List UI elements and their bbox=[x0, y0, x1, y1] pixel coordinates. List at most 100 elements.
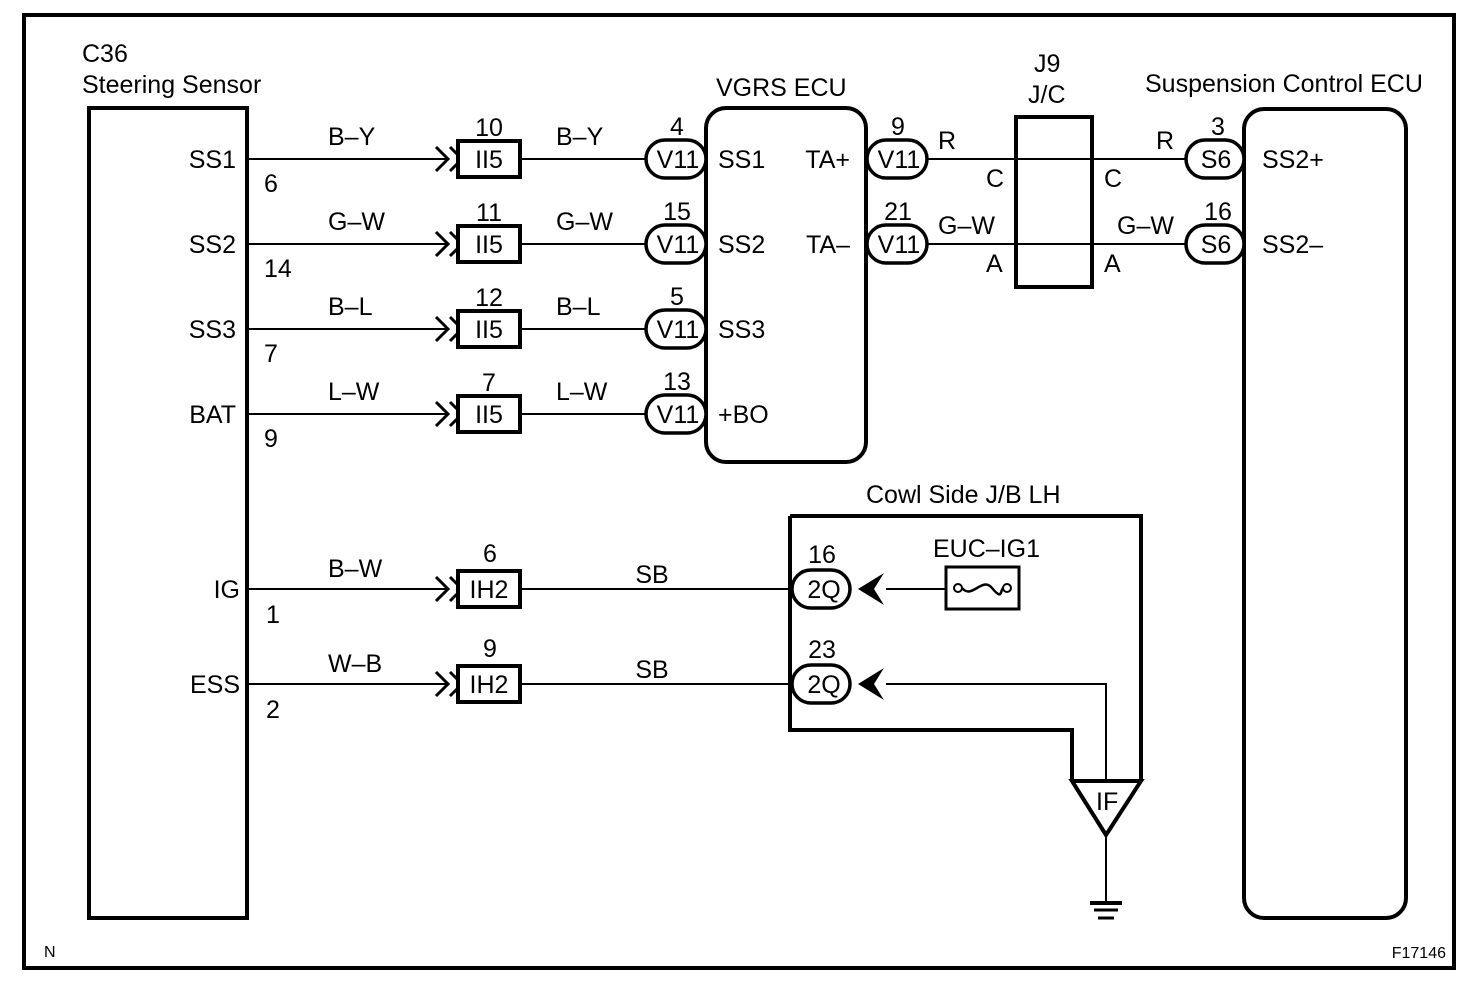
inline-connector bbox=[456, 309, 522, 349]
cowl-jb-title: Cowl Side J/B LH bbox=[866, 481, 1061, 509]
ecu-connector bbox=[644, 138, 708, 180]
suspension-connector-label: S6 bbox=[1201, 231, 1232, 259]
sensor-terminal-label: ESS bbox=[190, 671, 240, 699]
jb-pin-number: 23 bbox=[808, 636, 836, 664]
sensor-pin-number: 9 bbox=[264, 425, 278, 453]
wire-color-label: G–W bbox=[328, 208, 385, 236]
sensor-pin-number: 1 bbox=[266, 601, 280, 629]
sensor-terminal-label: SS1 bbox=[189, 146, 236, 174]
ecu-terminal-label: SS1 bbox=[718, 146, 765, 174]
jc-pin-right: C bbox=[1104, 165, 1122, 193]
suspension-connector bbox=[1184, 138, 1246, 180]
steering-sensor-code: C36 bbox=[82, 40, 128, 68]
ecu-connector-label: V11 bbox=[657, 316, 700, 344]
ecu-connector-label: V11 bbox=[657, 146, 700, 174]
wire-color-label: B–W bbox=[328, 555, 383, 583]
jb-terminal-flag-icon bbox=[858, 668, 884, 700]
inline-connector-label: II5 bbox=[475, 316, 503, 344]
fuse-icon bbox=[944, 565, 1021, 611]
wire-color-label: R bbox=[1156, 127, 1174, 155]
jc-pin-right: A bbox=[1104, 250, 1121, 278]
ecu-terminal-label: SS3 bbox=[718, 316, 765, 344]
steering-sensor-name: Steering Sensor bbox=[82, 71, 261, 99]
jb-pin-number: 16 bbox=[808, 541, 836, 569]
fuse-label: EUC–IG1 bbox=[933, 535, 1040, 563]
suspension-terminal-label: SS2– bbox=[1262, 231, 1323, 259]
cowl-jb-box bbox=[788, 514, 1143, 781]
jc-box bbox=[1014, 115, 1094, 289]
wire-color-label: G–W bbox=[556, 208, 613, 236]
jc-name: J/C bbox=[1028, 81, 1066, 109]
ecu-connector-label: V11 bbox=[657, 231, 700, 259]
jb-connector bbox=[790, 663, 852, 705]
sensor-row-bat: BAT 9 L–W II5 7 L–W V11 13 +BO bbox=[189, 368, 769, 453]
figure-id: F17146 bbox=[1392, 945, 1446, 962]
suspension-ecu-box bbox=[1242, 107, 1408, 920]
ecu-connector bbox=[644, 393, 708, 435]
ecu-terminal-label: SS2 bbox=[718, 231, 765, 259]
wire-color-label: B–Y bbox=[328, 123, 376, 151]
wire-color-label: G–W bbox=[938, 212, 995, 240]
suspension-pin-number: 16 bbox=[1204, 198, 1232, 226]
ecu-output-connector bbox=[865, 138, 929, 180]
inline-connector bbox=[456, 394, 522, 434]
ecu-output-pin: 9 bbox=[891, 113, 905, 141]
ecu-terminal-label: +BO bbox=[718, 401, 769, 429]
inline-connector bbox=[456, 664, 522, 704]
inline-connector-label: IH2 bbox=[470, 576, 509, 604]
jc-pin-left: A bbox=[986, 250, 1003, 278]
inline-connector-label: IH2 bbox=[470, 671, 509, 699]
ecu-connector bbox=[644, 308, 708, 350]
ecu-connector-label: V11 bbox=[657, 401, 700, 429]
jb-connector-label: 2Q bbox=[807, 671, 840, 699]
inline-connector-pin: 7 bbox=[482, 369, 496, 397]
jb-connector bbox=[790, 568, 852, 610]
jc-pin-left: C bbox=[986, 165, 1004, 193]
power-row-ig: IG 1 B–W IH2 6SB 2Q 16 bbox=[214, 540, 884, 629]
wire-color-label: SB bbox=[635, 561, 668, 589]
ecu-output-connector-label: V11 bbox=[878, 146, 921, 174]
sensor-pin-number: 14 bbox=[264, 255, 292, 283]
corner-label: N bbox=[44, 944, 56, 961]
wire-color-label: G–W bbox=[1117, 212, 1174, 240]
sensor-pin-number: 2 bbox=[266, 696, 280, 724]
jb-connector-label: 2Q bbox=[807, 576, 840, 604]
ecu-pin-number: 15 bbox=[663, 198, 691, 226]
wire-color-label: B–Y bbox=[556, 123, 604, 151]
inline-connector-label: II5 bbox=[475, 401, 503, 429]
jb-terminal-flag-icon bbox=[858, 573, 884, 605]
inline-connector-pin: 6 bbox=[483, 540, 497, 568]
suspension-pin-number: 3 bbox=[1211, 113, 1225, 141]
sensor-terminal-label: BAT bbox=[189, 401, 236, 429]
wire-color-label: R bbox=[938, 127, 956, 155]
ecu-output-pin: 21 bbox=[884, 198, 912, 226]
inline-connector bbox=[456, 224, 522, 264]
ecu-output-terminal: TA– bbox=[806, 231, 850, 259]
ecu-connector bbox=[644, 223, 708, 265]
vgrs-ecu-title: VGRS ECU bbox=[716, 74, 847, 102]
ecu-pin-number: 4 bbox=[670, 113, 684, 141]
sensor-terminal-label: IG bbox=[214, 576, 240, 604]
inline-connector-pin: 12 bbox=[475, 284, 503, 312]
ecu-output-terminal: TA+ bbox=[805, 146, 850, 174]
sensor-pin-number: 6 bbox=[264, 170, 278, 198]
ecu-pin-number: 13 bbox=[663, 368, 691, 396]
inline-connector bbox=[456, 139, 522, 179]
ground-return-wire bbox=[886, 683, 1107, 781]
wire-color-label: W–B bbox=[328, 650, 382, 678]
wire-color-label: SB bbox=[635, 656, 668, 684]
inline-connector-pin: 10 bbox=[475, 114, 503, 142]
wire-color-label: L–W bbox=[328, 378, 380, 406]
steering-sensor-box bbox=[87, 106, 249, 920]
wire-color-label: L–W bbox=[556, 378, 608, 406]
ground-icon bbox=[1090, 835, 1122, 920]
suspension-terminal-label: SS2+ bbox=[1262, 146, 1324, 174]
inline-connector-label: II5 bbox=[475, 146, 503, 174]
